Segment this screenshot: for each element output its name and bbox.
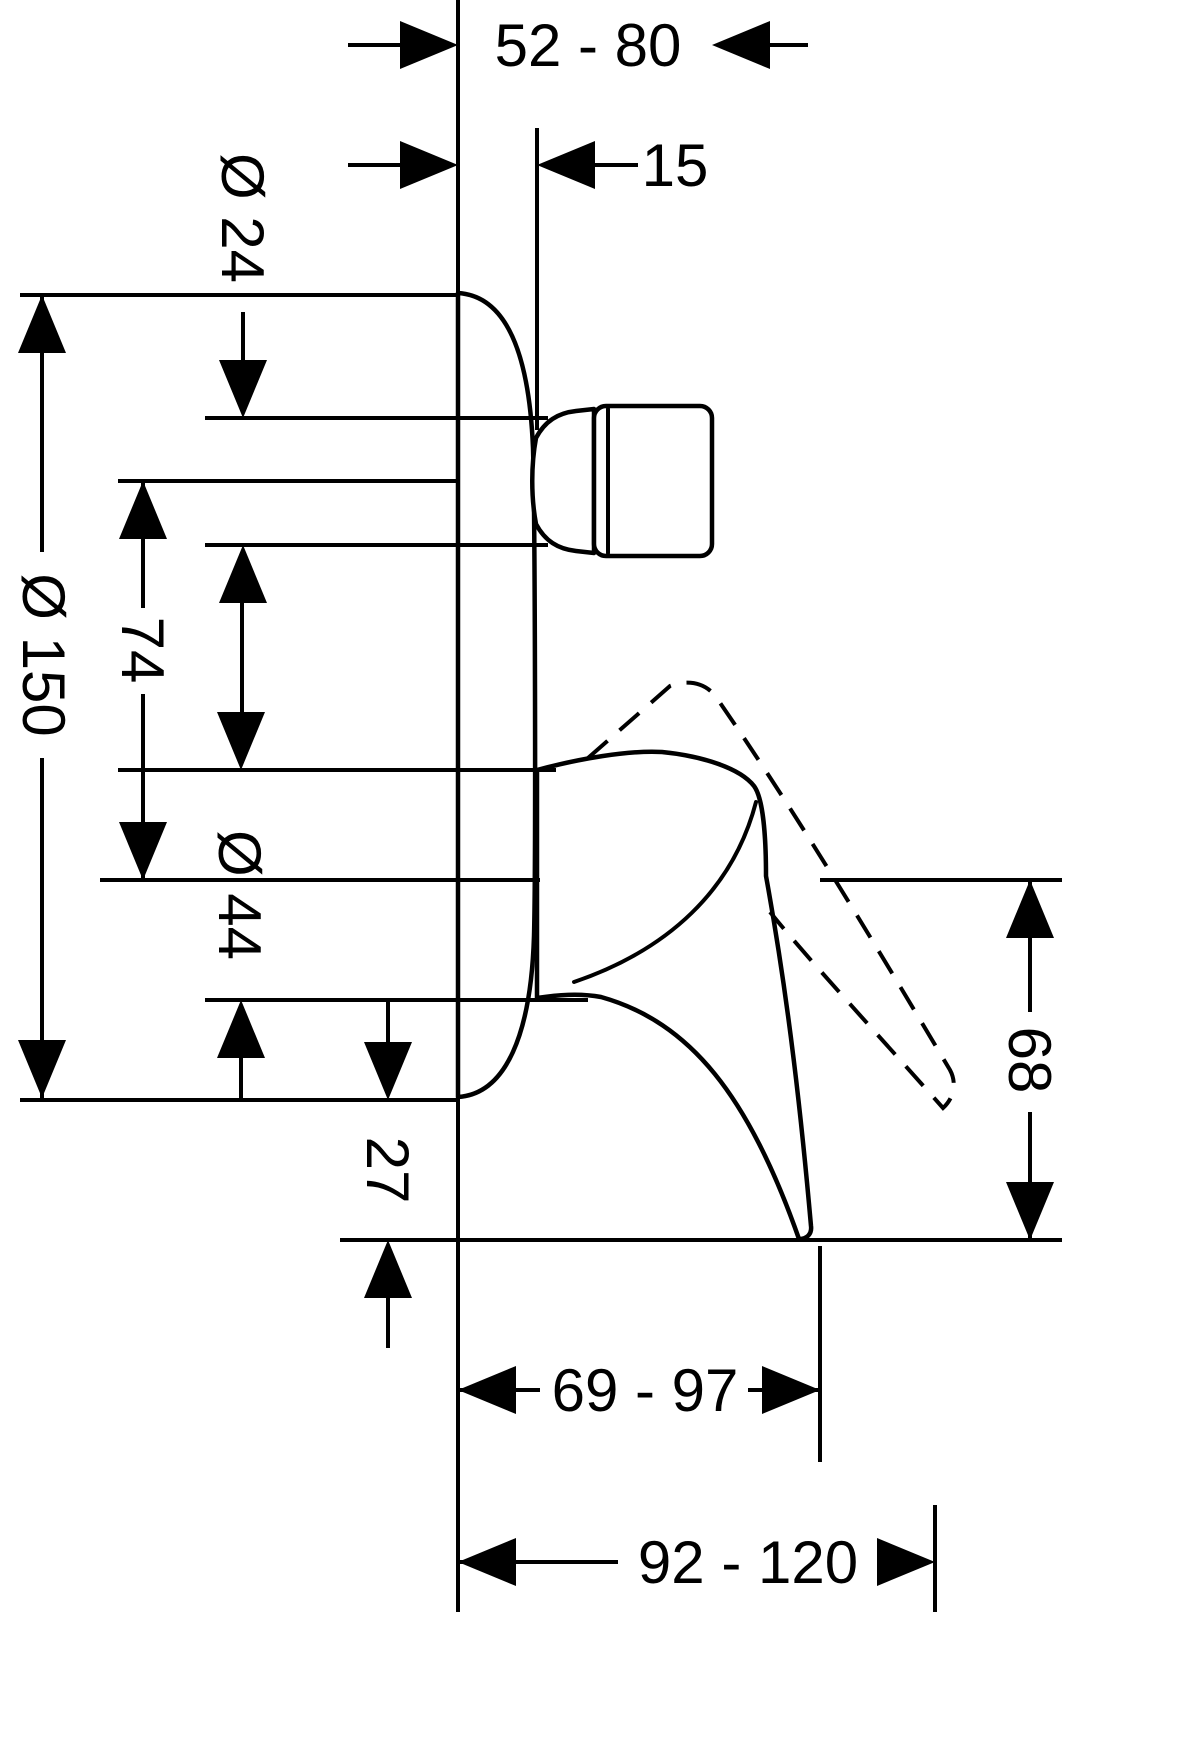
dimension-44-arrowhead-top — [217, 712, 265, 770]
dimension-74-arrowhead-bottom — [119, 822, 167, 880]
dimension-15-label: 15 — [642, 132, 709, 199]
dimension-52-80-label: 52 - 80 — [495, 12, 682, 79]
dimension-52-80: 52 - 80 — [348, 12, 808, 79]
dimension-24-arrowhead-top — [219, 360, 267, 418]
dimension-150-arrowhead-top — [18, 295, 66, 353]
dimension-92-120-label: 92 - 120 — [638, 1529, 858, 1596]
dimension-diameter-44: Ø 44 — [206, 712, 273, 1100]
dimension-68-label: 68 — [996, 1027, 1063, 1094]
fixture — [455, 290, 956, 1242]
dimension-68: 68 — [996, 880, 1063, 1240]
dimension-150-arrowhead-bottom — [18, 1040, 66, 1098]
dimension-69-97: 69 - 97 — [458, 1246, 822, 1462]
dimension-69-97-arrowhead-left — [458, 1366, 516, 1414]
dimension-92-120-arrowhead-left — [458, 1538, 516, 1586]
spout-coupling — [530, 406, 597, 556]
dimension-27-label: 27 — [354, 1137, 421, 1204]
dimension-15: 15 — [348, 132, 708, 199]
dimension-68-arrowhead-bottom — [1006, 1182, 1054, 1240]
dimension-92-120-arrowhead-right — [877, 1538, 935, 1586]
dimension-diameter-24: Ø 24 — [209, 153, 276, 714]
dimension-27-arrowhead-top — [364, 1042, 412, 1100]
dimension-150-label: Ø 150 — [10, 573, 77, 736]
dimension-69-97-label: 69 - 97 — [552, 1357, 739, 1424]
spout-stub — [591, 403, 715, 559]
dimension-68-arrowhead-top — [1006, 880, 1054, 938]
lever-handle-alternate-position-dashed — [586, 680, 956, 1111]
lever-handle-solid — [534, 749, 814, 1242]
dimension-52-80-arrowhead-right — [712, 21, 770, 69]
dimension-44-label: Ø 44 — [206, 830, 273, 960]
dimension-15-arrowhead-right — [537, 141, 595, 189]
dimension-74-arrowhead-top — [119, 481, 167, 539]
dimension-24-arrowhead-bottom — [219, 545, 267, 603]
dimension-92-120: 92 - 120 — [458, 1505, 937, 1612]
reference-lines — [20, 0, 1062, 1612]
dimension-15-arrowhead-left — [400, 141, 458, 189]
dimension-diameter-150: Ø 150 — [10, 295, 77, 1098]
dimension-52-80-arrowhead-left — [400, 21, 458, 69]
dimension-27: 27 — [354, 1000, 421, 1348]
lever-handle-contour-line — [572, 800, 758, 984]
dimension-24-label: Ø 24 — [209, 153, 276, 283]
dimension-74: 74 — [109, 481, 176, 880]
dimension-44-arrowhead-bottom — [217, 1000, 265, 1058]
dimension-27-arrowhead-bottom — [364, 1240, 412, 1298]
escutcheon-plate — [455, 290, 538, 1100]
dimension-74-label: 74 — [109, 617, 176, 684]
dimension-69-97-arrowhead-right — [762, 1366, 820, 1414]
